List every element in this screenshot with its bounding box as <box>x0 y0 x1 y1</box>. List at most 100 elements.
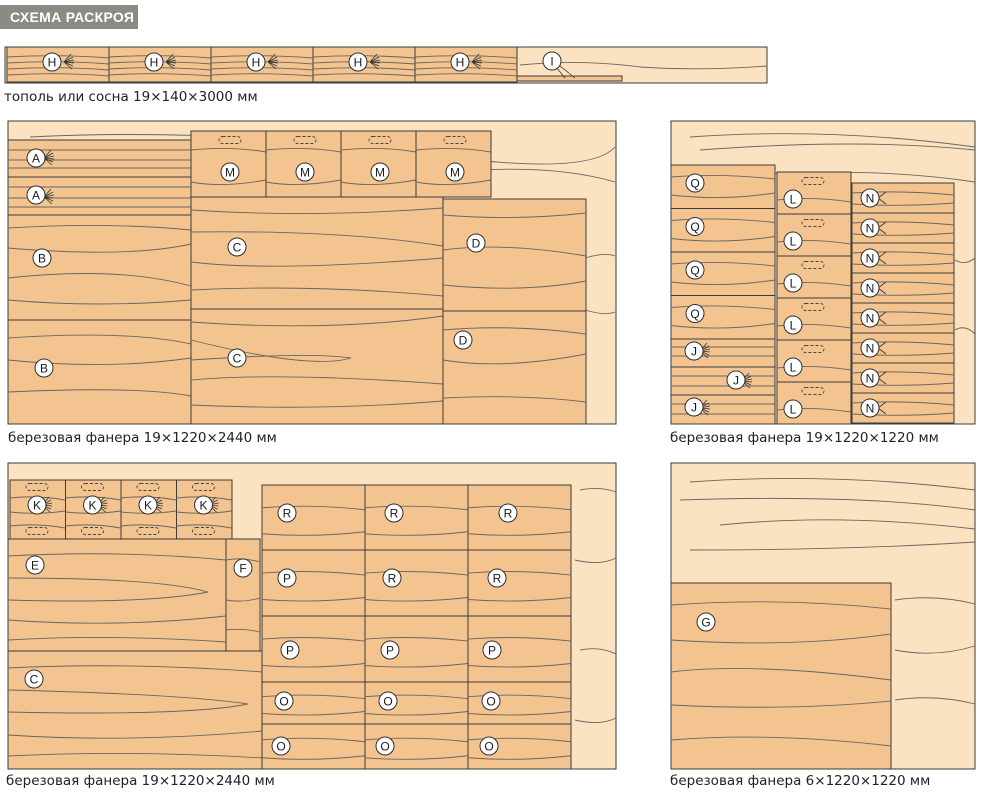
grain-line <box>670 305 776 329</box>
part-r <box>364 549 469 617</box>
grain-line <box>467 694 572 716</box>
grain-line <box>574 487 617 723</box>
part-q-label: Q <box>690 177 699 191</box>
part-n-circle <box>860 188 880 208</box>
pocket-hole-mark <box>801 219 825 227</box>
part-n-label: N <box>866 402 875 416</box>
sheet4-caption: березовая фанера 6×1220×1220 мм <box>670 773 931 789</box>
pocket-hole-mark <box>801 261 825 269</box>
part-n <box>851 332 955 364</box>
part-n-label: N <box>866 252 875 266</box>
grain-line <box>7 224 192 305</box>
part-q <box>670 295 776 340</box>
part-h-circle <box>144 52 164 72</box>
part-l-label: L <box>790 319 797 333</box>
part-j <box>670 366 776 396</box>
grain-line <box>7 334 192 397</box>
part-k-circle <box>83 495 102 515</box>
grain-line <box>265 147 342 186</box>
part-n-circle <box>860 248 880 268</box>
part-o-circle <box>375 736 395 756</box>
part-h-label: H <box>354 56 363 70</box>
part-o-label: O <box>484 740 493 754</box>
part-f-circle <box>233 558 253 578</box>
part-l-label: L <box>790 235 797 249</box>
part-h-circle <box>42 52 62 72</box>
grain-tick-mark <box>43 149 55 166</box>
part-n-circle <box>860 218 880 238</box>
part-c-circle <box>24 669 44 689</box>
grain-line <box>8 149 191 208</box>
grain-tick-mark <box>63 53 75 70</box>
pocket-hole-mark <box>25 527 49 535</box>
part-r-label: R <box>283 507 292 521</box>
part-p <box>364 615 469 683</box>
part-b-label: B <box>38 252 46 266</box>
part-l-circle <box>783 315 803 335</box>
grain-tick-mark <box>699 342 711 359</box>
part-d <box>442 310 587 425</box>
part-o-circle <box>481 691 501 711</box>
part-o-label: O <box>276 740 285 754</box>
sheet4-layout: G <box>670 462 976 770</box>
sheet3-caption: березовая фанера 19×1220×2440 мм <box>6 773 275 789</box>
grain-line <box>7 665 264 759</box>
part-f <box>225 538 261 652</box>
part-h-label: H <box>150 56 159 70</box>
part-n-circle <box>860 338 880 358</box>
grain-tick-mark <box>43 188 55 205</box>
part-b-circle <box>32 248 52 268</box>
part-e-label: E <box>31 559 39 573</box>
grain-line <box>364 571 469 602</box>
part-a-circle <box>26 185 46 205</box>
part-p-label: P <box>283 572 291 586</box>
part-k-label: K <box>199 499 207 513</box>
part-r <box>364 484 469 551</box>
part-f-label: F <box>239 562 246 576</box>
part-r-label: R <box>390 507 399 521</box>
part-k-label: K <box>88 499 96 513</box>
part-n-label: N <box>866 372 875 386</box>
part-n-circle <box>860 278 880 298</box>
grain-line <box>108 73 212 77</box>
part-n-label: N <box>866 342 875 356</box>
pocket-hole-mark <box>25 483 49 491</box>
grain-tick-mark <box>741 372 753 389</box>
part-k-label: K <box>33 499 41 513</box>
part-r <box>261 484 366 551</box>
part-b-label: B <box>40 362 48 376</box>
part-c-circle <box>227 348 247 368</box>
part-r-circle <box>498 503 518 523</box>
part-k-label: K <box>144 499 152 513</box>
grain-line <box>261 571 366 602</box>
part-l-circle <box>783 273 803 293</box>
part-o-circle <box>271 736 291 756</box>
part-n-label: N <box>866 282 875 296</box>
part-q-label: Q <box>690 220 699 234</box>
grain-tick-mark <box>41 496 53 513</box>
part-h-circle <box>450 52 470 72</box>
grain-line <box>364 505 469 536</box>
part-q-circle <box>685 173 705 193</box>
part-r-circle <box>384 503 404 523</box>
part-c <box>7 650 264 770</box>
part-n-label: N <box>866 192 875 206</box>
title-bar: СХЕМА РАСКРОЯ <box>0 5 138 29</box>
part-p-label: P <box>488 644 496 658</box>
part-r-circle <box>277 503 297 523</box>
grain-line <box>894 597 976 705</box>
grain-line <box>210 73 314 77</box>
part-r-circle <box>487 568 507 588</box>
grain-line <box>7 553 227 643</box>
part-q-circle <box>685 304 705 323</box>
grain-tick-mark <box>471 53 483 70</box>
part-p-circle <box>482 640 502 660</box>
part-k-circle <box>138 495 158 515</box>
grain-line <box>670 261 776 286</box>
grain-line <box>340 147 417 186</box>
part-l-circle <box>783 357 803 377</box>
grain-line <box>261 505 366 536</box>
part-m-circle <box>445 162 465 182</box>
